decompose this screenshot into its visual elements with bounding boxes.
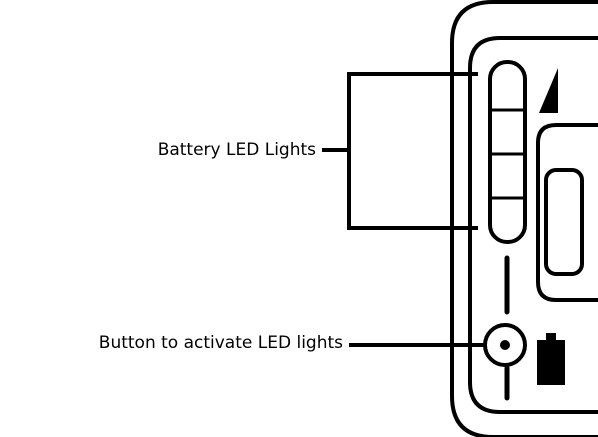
battery-icon <box>537 333 565 385</box>
battery-led-bracket <box>347 72 478 230</box>
button-label: Button to activate LED lights <box>99 333 343 353</box>
device-inner-panel <box>468 36 598 414</box>
battery-led-label: Battery LED Lights <box>158 140 316 160</box>
triangle-indicator-icon <box>539 68 558 113</box>
side-slot <box>544 168 584 276</box>
battery-led-pill <box>488 60 527 244</box>
activate-led-button-center <box>500 340 510 350</box>
